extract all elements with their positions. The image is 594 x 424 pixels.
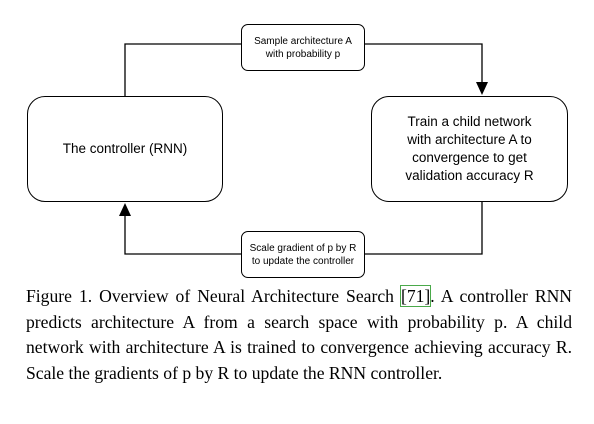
citation-link[interactable]: [71] [399,285,432,307]
sample-architecture-label-box: Sample architecture A with probability p [241,24,365,71]
arrow-down-icon [476,82,488,95]
figure-caption: Figure 1. Overview of Neural Architectur… [26,285,573,383]
train-child-label: Train a child network with architecture … [405,114,534,183]
sample-architecture-label: Sample architecture A with probability p [254,35,352,60]
edge-train-to-controller [124,202,483,255]
scale-gradient-label-box: Scale gradient of p by R to update the c… [241,231,365,278]
figure-label: Figure 1. [26,286,93,306]
nas-diagram: The controller (RNN) Train a child netwo… [27,24,568,278]
controller-label: The controller (RNN) [62,141,188,156]
caption-body: A controller RNN predicts architecture A… [26,286,573,383]
edge-controller-to-train [124,43,483,96]
arrow-up-icon [119,203,131,216]
citation-number[interactable]: 71 [406,286,425,306]
controller-node: The controller (RNN) [27,96,223,202]
train-child-node: Train a child network with architecture … [371,96,568,202]
caption-title: Overview of Neural Architecture Search [99,286,394,306]
connector-lines [119,43,488,255]
scale-gradient-label: Scale gradient of p by R to update the c… [249,242,357,267]
